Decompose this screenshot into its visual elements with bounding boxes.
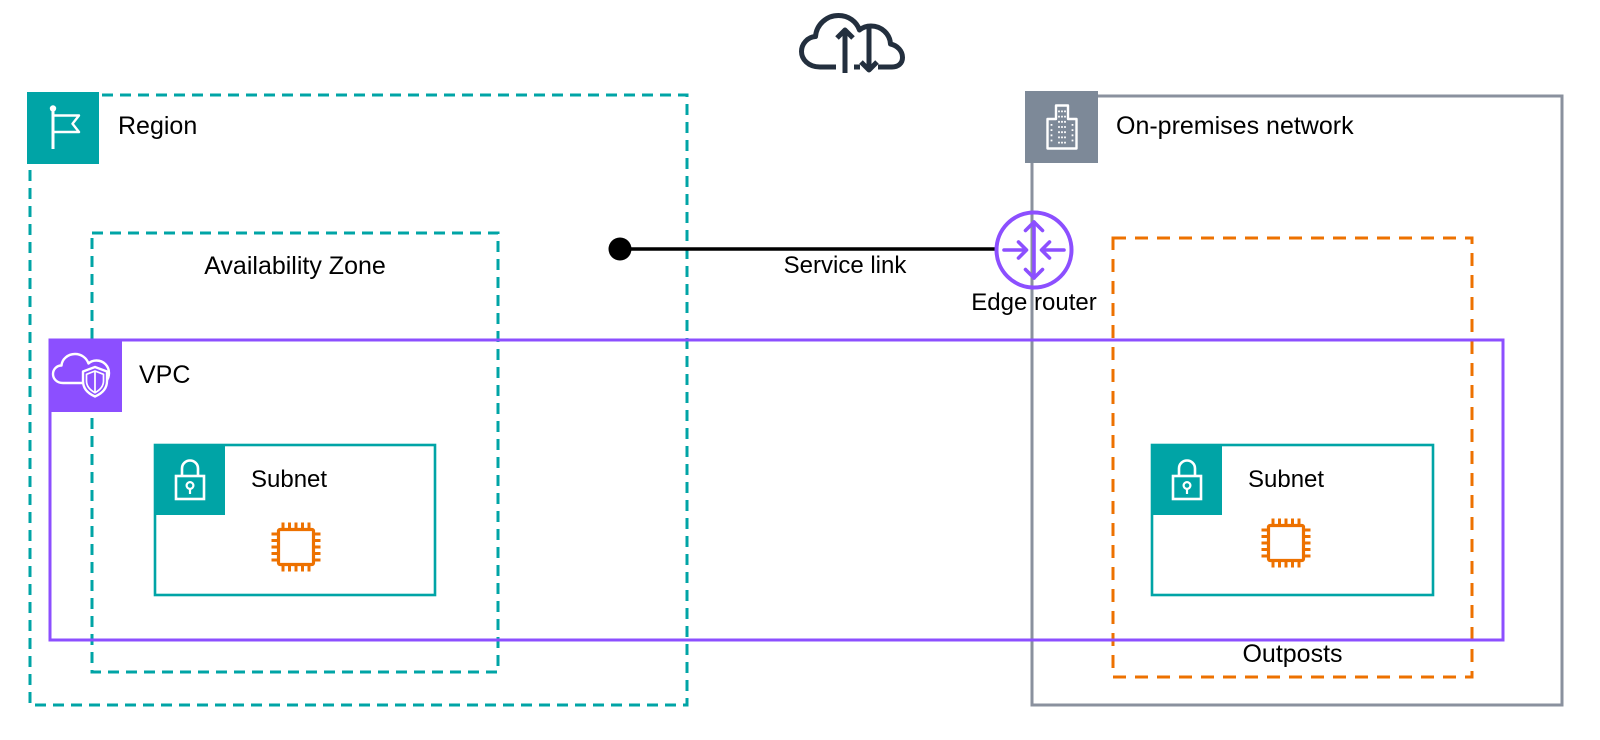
flag-icon bbox=[27, 92, 99, 164]
service-link-label: Service link bbox=[783, 252, 907, 279]
outposts-box bbox=[1111, 236, 1474, 679]
building-icon bbox=[1025, 91, 1098, 163]
subnet-box-left bbox=[153, 443, 437, 597]
cloud-shield-icon bbox=[50, 340, 122, 412]
router-arrows-icon bbox=[994, 210, 1074, 290]
on-premises-box bbox=[1030, 94, 1564, 707]
cloud-up-down-arrows-icon bbox=[799, 13, 905, 73]
subnet-left-label: Subnet bbox=[251, 466, 328, 493]
edge-router-label: Edge router bbox=[971, 289, 1097, 316]
outposts-label: Outposts bbox=[1242, 640, 1343, 668]
lock-icon bbox=[1150, 443, 1224, 517]
availability-zone-box bbox=[90, 231, 500, 674]
subnet-right-label: Subnet bbox=[1248, 466, 1325, 493]
vpc-box bbox=[48, 338, 1505, 642]
vpc-label: VPC bbox=[139, 361, 191, 389]
region-box bbox=[28, 93, 689, 707]
region-label: Region bbox=[118, 112, 198, 140]
chip-icon bbox=[269, 520, 323, 574]
lock-icon bbox=[153, 443, 227, 517]
service-link-line bbox=[608, 237, 996, 261]
chip-icon bbox=[1259, 516, 1313, 570]
availability-zone-label: Availability Zone bbox=[204, 252, 386, 280]
on-premises-label: On-premises network bbox=[1116, 112, 1354, 140]
subnet-box-right bbox=[1150, 443, 1435, 597]
